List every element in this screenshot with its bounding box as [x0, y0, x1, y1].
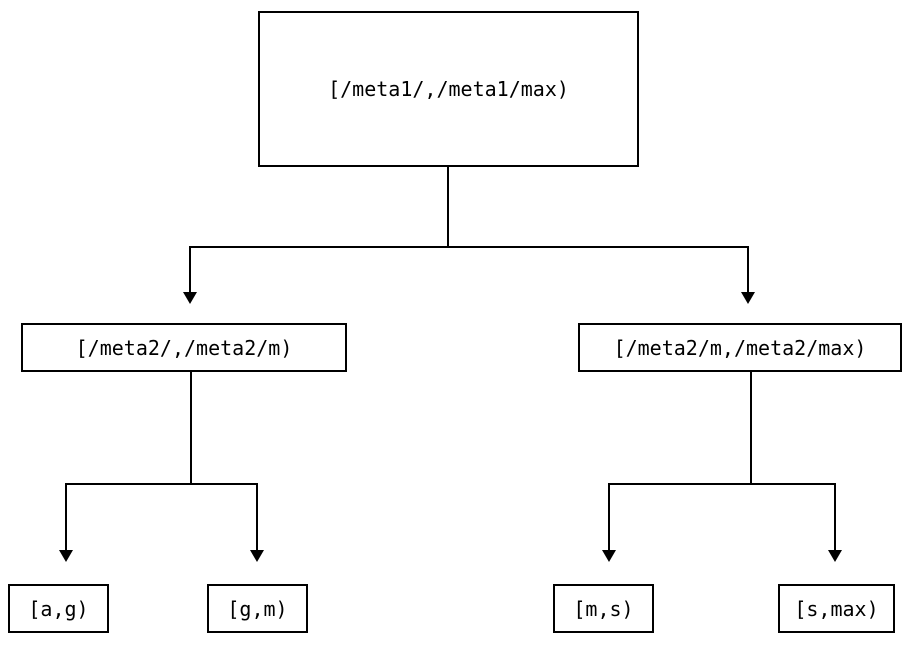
edge-level2-right-to-leaf-3	[608, 483, 610, 551]
tree-node-leaf-3[interactable]: [m,s)	[553, 584, 654, 633]
tree-node-root[interactable]: [/meta1/,/meta1/max)	[258, 11, 639, 167]
edge-root-bus	[189, 246, 749, 248]
tree-node-leaf-1[interactable]: [a,g)	[8, 584, 109, 633]
edge-level2-left-to-leaf-2	[256, 483, 258, 551]
edge-root-to-level2-right	[747, 246, 749, 293]
edge-level2-right-bus	[608, 483, 836, 485]
tree-node-leaf-2[interactable]: [g,m)	[207, 584, 308, 633]
arrowhead-icon-level2-right	[741, 292, 755, 304]
arrowhead-icon-level2-left	[183, 292, 197, 304]
edge-level2-right-stem	[750, 372, 752, 484]
tree-node-level2-left[interactable]: [/meta2/,/meta2/m)	[21, 323, 347, 372]
tree-node-leaf-4[interactable]: [s,max)	[778, 584, 895, 633]
arrowhead-icon-leaf-3	[602, 550, 616, 562]
arrowhead-icon-leaf-1	[59, 550, 73, 562]
edge-root-to-level2-left	[189, 246, 191, 293]
edge-level2-left-to-leaf-1	[65, 483, 67, 551]
arrowhead-icon-leaf-2	[250, 550, 264, 562]
edge-level2-left-stem	[190, 372, 192, 484]
arrowhead-icon-leaf-4	[828, 550, 842, 562]
edge-level2-left-bus	[65, 483, 258, 485]
tree-node-level2-right[interactable]: [/meta2/m,/meta2/max)	[578, 323, 902, 372]
edge-level2-right-to-leaf-4	[834, 483, 836, 551]
edge-root-stem	[447, 167, 449, 247]
